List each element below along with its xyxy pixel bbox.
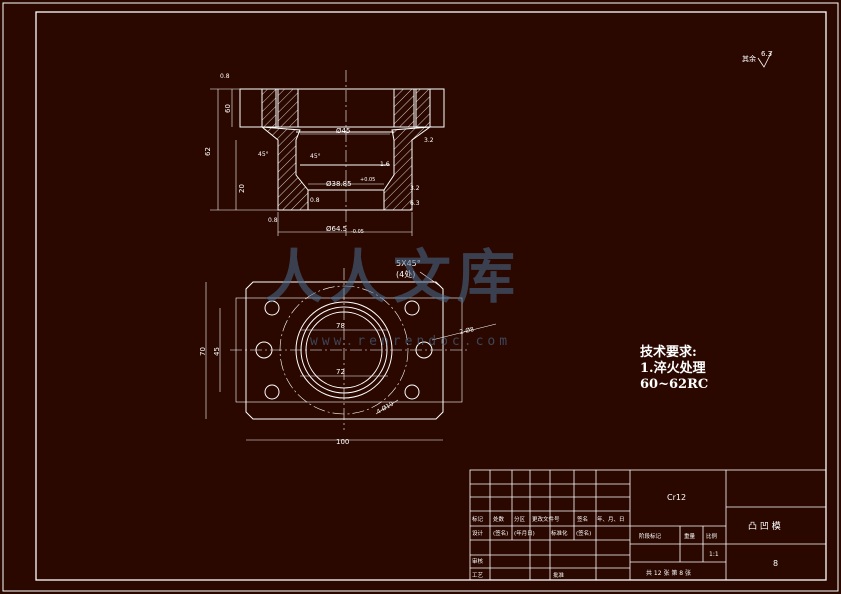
top-plan-view [205, 268, 497, 441]
label-process: 工艺 [472, 572, 484, 579]
front-section-view [210, 70, 445, 236]
roughness-top: 0.8 [220, 73, 230, 80]
dim-base: Ø64.5 [326, 225, 347, 233]
dim-total-height: 62 [204, 147, 212, 156]
sheet-info: 共 12 张 第 8 张 [646, 569, 691, 577]
angle-right: 45° [310, 153, 321, 160]
roughness-label: 其余 [742, 54, 756, 63]
inner-border [35, 11, 827, 581]
label-sign-name2: (签名) [576, 529, 591, 537]
tech-title: 技术要求: [640, 345, 697, 360]
roughness-right-top: 3.2 [424, 137, 434, 144]
dim-72: 72 [336, 368, 345, 376]
dim-45: 45 [213, 347, 221, 356]
angle-left: 45° [258, 151, 269, 158]
roughness-value: 6.3 [761, 50, 772, 58]
label-date: 年、月、日 [597, 515, 625, 523]
slot-note: 2-Ø8 [459, 326, 475, 336]
dim-mid-height: 20 [238, 184, 246, 193]
label-standard: 标准化 [551, 529, 568, 537]
part-name: 凸 凹 模 [748, 521, 781, 532]
dim-top-height: 60 [224, 104, 232, 113]
technical-requirements: 技术要求: 1.淬火处理 60~62RC [640, 345, 708, 393]
dim-bore-small: Ø38.85 [326, 180, 352, 188]
watermark-url: www.renrendoc.com [310, 334, 512, 349]
dim-70: 70 [199, 347, 207, 356]
tech-item-1: 1.淬火处理 [640, 361, 706, 376]
roughness-right-low: 6.3 [410, 200, 420, 207]
roughness-inner: 1.6 [380, 161, 390, 168]
label-review: 审核 [472, 557, 484, 565]
title-block [469, 469, 827, 581]
label-date-val: (年月日) [514, 529, 535, 537]
tech-item-2: 60~62RC [640, 377, 709, 392]
title-block-text: Cr12 凸 凹 模 8 1:1 共 12 张 第 8 张 标记 处数 分区 更… [472, 493, 781, 579]
dim-78: 78 [336, 322, 345, 330]
dim-bore: Ø45 [336, 127, 350, 135]
roughness-bottom-left: 0.8 [268, 217, 278, 224]
label-zone: 分区 [514, 515, 526, 523]
watermark-logo: 人人文库 [265, 243, 522, 311]
dim-bore-small-tol: +0.05 [360, 177, 375, 183]
label-ratio: 比例 [706, 532, 718, 540]
label-sign-name: (签名) [493, 529, 508, 537]
roughness-right-mid: 3.2 [410, 185, 420, 192]
chamfer-count: (4处) [396, 269, 415, 279]
material-value: Cr12 [667, 493, 686, 502]
label-sign: 签名 [577, 515, 588, 523]
label-count: 处数 [493, 515, 505, 523]
label-marker: 标记 [472, 515, 484, 523]
sheet-number: 8 [773, 559, 778, 568]
chamfer-note: 5X45° [396, 259, 421, 268]
label-weight: 重量 [684, 532, 696, 540]
label-approve: 批准 [553, 571, 565, 579]
label-design: 设计 [472, 529, 484, 537]
scale-value: 1:1 [709, 551, 719, 558]
holes-note: 4-Ø10 [376, 400, 396, 415]
dim-100: 100 [336, 438, 349, 446]
label-stage: 阶段标记 [639, 532, 662, 540]
front-view-dimensions: 62 60 20 Ø45 Ø38.85 +0.05 Ø64.5 -0.05 45… [204, 73, 434, 235]
general-roughness-note: 其余 6.3 [742, 50, 773, 68]
dim-base-tol: -0.05 [351, 229, 364, 235]
roughness-bottom-mid: 0.8 [310, 197, 320, 204]
label-doc: 更改文件号 [532, 515, 560, 523]
